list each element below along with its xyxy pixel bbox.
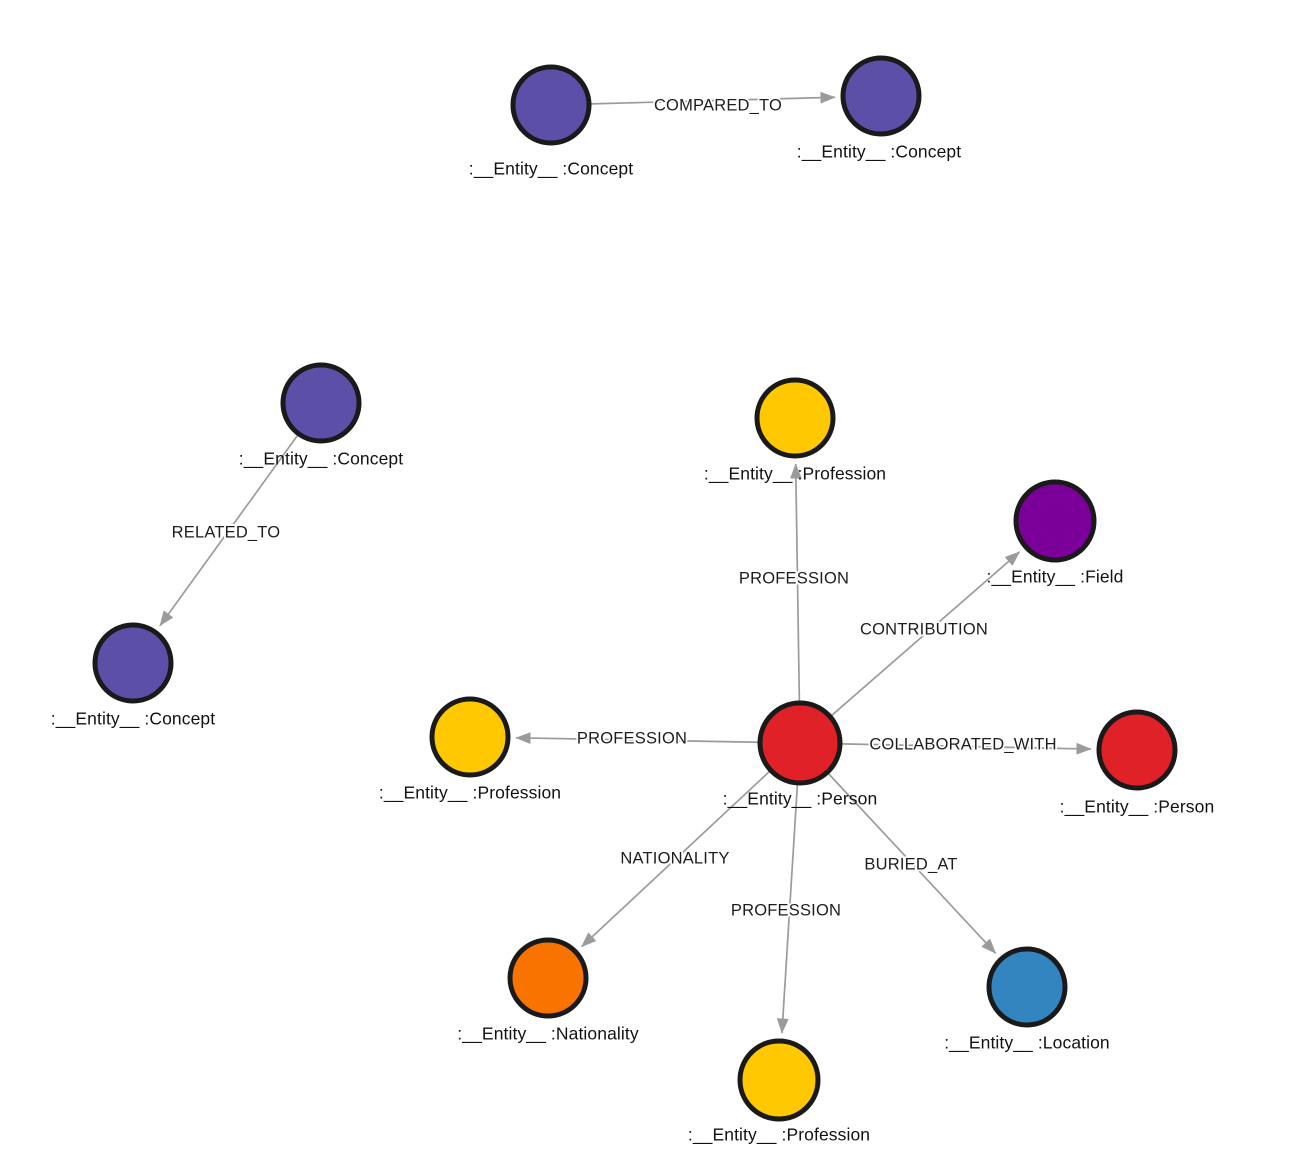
edge-labels-layer: COMPARED_TO RELATED_TO PROFESSION CONTRIBUT… [170, 95, 1058, 922]
node-label: :__Entity__ :Profession [379, 783, 561, 804]
node-label: :__Entity__ :Concept [51, 709, 216, 730]
node-label: :__Entity__ :Concept [797, 142, 962, 163]
graph-node-profession[interactable] [754, 377, 836, 459]
node-label: :__Entity__ :Person [1060, 797, 1215, 818]
graph-edge[interactable] [515, 732, 759, 745]
edge-label: COMPARED_TO [654, 96, 782, 114]
node-label: :__Entity__ :Concept [239, 449, 404, 470]
node-label: :__Entity__ :Field [986, 567, 1123, 588]
node-label: :__Entity__ :Profession [688, 1125, 870, 1146]
graph-node-person[interactable] [757, 700, 843, 786]
graph-node-field[interactable] [1013, 479, 1097, 563]
graph-edge[interactable] [590, 91, 836, 105]
edge-label: PROFESSION [577, 729, 687, 747]
edge-label: NATIONALITY [620, 849, 729, 867]
graph-edge[interactable] [827, 773, 997, 954]
edges-layer [159, 91, 1092, 1034]
graph-edge[interactable] [841, 742, 1092, 755]
graph-node-profession[interactable] [737, 1038, 821, 1122]
graph-edge[interactable] [581, 771, 770, 948]
graph-node-concept[interactable] [840, 55, 922, 137]
graph-edge[interactable] [789, 463, 802, 702]
edge-label: RELATED_TO [172, 523, 281, 541]
graph-node-concept[interactable] [92, 622, 174, 704]
graph-node-profession[interactable] [429, 696, 511, 778]
edge-label: BURIED_AT [864, 855, 957, 873]
node-label: :__Entity__ :Profession [704, 464, 886, 485]
graph-edge[interactable] [831, 551, 1021, 717]
edge-label: PROFESSION [731, 901, 841, 919]
edge-label: COLLABORATED_WITH [869, 735, 1056, 753]
node-label: :__Entity__ :Person [723, 789, 878, 810]
graph-node-concept[interactable] [510, 64, 592, 146]
node-label: :__Entity__ :Location [944, 1033, 1110, 1054]
node-label: :__Entity__ :Nationality [457, 1024, 639, 1045]
graph-node-person[interactable] [1096, 709, 1178, 791]
edge-label: PROFESSION [739, 569, 849, 587]
node-label: :__Entity__ :Concept [469, 159, 634, 180]
nodes-layer[interactable] [92, 55, 1178, 1122]
graph-node-location[interactable] [986, 946, 1068, 1028]
edge-label: CONTRIBUTION [860, 620, 988, 638]
graph-node-nationality[interactable] [507, 937, 589, 1019]
node-labels-layer: :__Entity__ :Concept :__Entity__ :Concept… [51, 142, 1215, 1146]
graph-node-concept[interactable] [280, 362, 362, 444]
graph-edge[interactable] [776, 784, 799, 1034]
graph-edge[interactable] [159, 434, 299, 627]
